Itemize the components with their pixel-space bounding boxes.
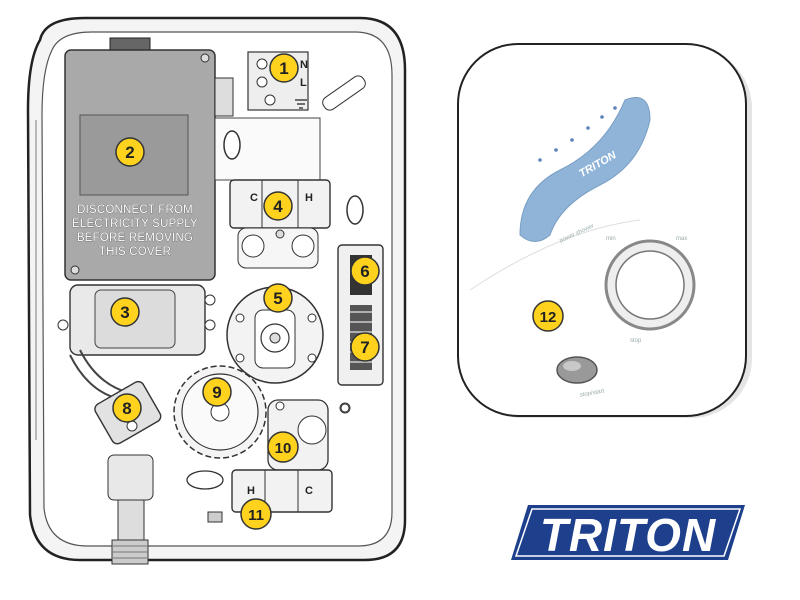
shower-front-panel: TRITON power shower min max stop stop/st… xyxy=(457,43,752,418)
power-dot xyxy=(613,106,617,110)
power-dot xyxy=(570,138,574,142)
callout-7: 7 xyxy=(350,332,380,362)
panel-swoosh xyxy=(519,97,651,242)
callout-3: 3 xyxy=(110,297,140,327)
button-label: stop/start xyxy=(579,388,605,398)
callout-1: 1 xyxy=(269,53,299,83)
callout-12: 12 xyxy=(532,300,564,332)
transformer-screw xyxy=(57,319,69,331)
pipe-screw xyxy=(275,229,285,239)
callout-marker xyxy=(269,53,299,83)
flow-control-knob-face xyxy=(615,250,685,320)
callout-number: 11 xyxy=(248,507,264,524)
transformer-screw xyxy=(204,294,216,306)
power-dot xyxy=(538,158,542,162)
callout-marker xyxy=(263,191,293,221)
callout-10: 10 xyxy=(267,431,299,463)
outlet-thread-lines xyxy=(112,545,148,559)
callout-marker xyxy=(267,431,299,463)
callout-number: 7 xyxy=(360,338,369,357)
pipe-port xyxy=(291,234,315,258)
callout-marker xyxy=(240,498,272,530)
knob-label-min: min xyxy=(606,236,616,242)
terminal-screw xyxy=(256,76,268,88)
knob-label-stop: stop xyxy=(630,338,642,344)
solenoid-screw xyxy=(235,353,245,363)
callout-marker xyxy=(202,377,232,407)
callout-marker xyxy=(115,137,145,167)
solenoid-inner-dot xyxy=(269,332,281,344)
bracket-screw xyxy=(340,403,350,413)
callout-marker xyxy=(350,256,380,286)
callout-marker xyxy=(110,297,140,327)
callout-2: 2 xyxy=(115,137,145,167)
callout-marker xyxy=(112,393,142,423)
terminal-screw xyxy=(264,94,276,106)
logo-background xyxy=(511,505,745,560)
power-dot xyxy=(554,148,558,152)
callout-marker xyxy=(350,332,380,362)
callout-number: 5 xyxy=(273,289,282,308)
callout-marker xyxy=(263,283,293,313)
callout-number: 10 xyxy=(275,440,292,457)
panel-body xyxy=(457,43,747,417)
callout-9: 9 xyxy=(202,377,232,407)
callout-number: 9 xyxy=(212,383,221,402)
triton-logo: TRITON xyxy=(511,505,745,561)
outlet-elbow xyxy=(107,454,154,501)
callout-4: 4 xyxy=(263,191,293,221)
power-dot xyxy=(586,126,590,130)
warning-line-4: THIS COVER xyxy=(99,246,171,258)
mounting-hole xyxy=(223,130,241,160)
callout-number: 6 xyxy=(360,262,369,281)
callout-number: 4 xyxy=(273,197,283,216)
callout-number: 2 xyxy=(125,143,134,162)
terminal-label-l: L xyxy=(300,77,307,89)
warning-line-2: ELECTRICITY SUPPLY xyxy=(72,218,198,230)
brand-name: TRITON xyxy=(540,509,716,561)
terminal-label-n: N xyxy=(300,59,308,71)
valve-label-h-bottom: H xyxy=(247,485,255,497)
valve-label-h-top: H xyxy=(305,192,313,204)
callout-number: 12 xyxy=(540,309,557,326)
solenoid-screw xyxy=(307,313,317,323)
solenoid-screw xyxy=(307,353,317,363)
warning-line-1: DISCONNECT FROM xyxy=(77,204,193,216)
outlet-pipe xyxy=(117,499,145,543)
panel-curve xyxy=(469,219,641,291)
power-dot xyxy=(600,115,604,119)
valve-label-c-top: C xyxy=(250,192,258,204)
mounting-hole xyxy=(346,195,364,225)
cable-clamp xyxy=(322,75,366,111)
cover-screw xyxy=(200,53,210,63)
knob-label-max: max xyxy=(676,236,687,242)
valve-label-c-bottom: C xyxy=(305,485,313,497)
start-stop-button-highlight xyxy=(563,361,581,371)
callout-8: 8 xyxy=(112,393,142,423)
pipe-port xyxy=(241,234,265,258)
callout-number: 1 xyxy=(279,59,288,78)
warning-line-3: BEFORE REMOVING xyxy=(77,232,193,244)
cover-screw xyxy=(70,265,80,275)
base-clip xyxy=(207,511,223,523)
terminal-screw xyxy=(256,58,268,70)
callout-marker xyxy=(532,300,564,332)
base-slot xyxy=(186,470,224,490)
shower-internal-view: DISCONNECT FROM ELECTRICITY SUPPLY BEFOR… xyxy=(26,16,407,565)
terminal-housing xyxy=(214,77,234,117)
lower-valve-screw xyxy=(275,401,285,411)
callout-number: 8 xyxy=(122,399,131,418)
logo-inner-border xyxy=(514,508,742,557)
transformer-screw xyxy=(204,319,216,331)
callout-6: 6 xyxy=(350,256,380,286)
callout-number: 3 xyxy=(120,303,129,322)
lower-valve-port xyxy=(297,415,327,445)
solenoid-screw xyxy=(235,313,245,323)
callout-5: 5 xyxy=(263,283,293,313)
earth-symbol xyxy=(295,99,307,109)
callout-11: 11 xyxy=(240,498,272,530)
